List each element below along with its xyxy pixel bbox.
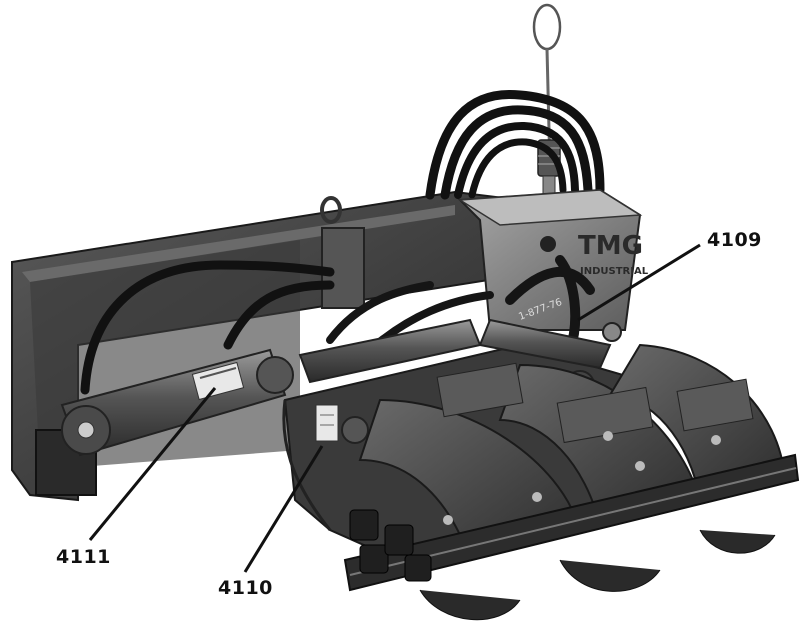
brand-subtext: INDUSTRIAL <box>580 266 649 277</box>
callout-4109: 4109 <box>707 229 762 251</box>
plate-hoses <box>80 260 335 395</box>
base-rail <box>343 431 800 621</box>
hose-loop <box>425 89 605 200</box>
callout-line-4110 <box>243 445 324 573</box>
callout-lines <box>88 243 701 573</box>
brand-logo: TMG <box>578 231 643 261</box>
left-cylinder <box>60 348 294 457</box>
callout-4110: 4110 <box>218 577 273 599</box>
callout-line-4109 <box>577 243 701 322</box>
valve-box: TMG INDUSTRIAL <box>457 188 649 342</box>
callout-4111: 4111 <box>56 546 111 568</box>
compaction-discs <box>358 343 787 562</box>
callout-line-4111 <box>88 387 217 541</box>
